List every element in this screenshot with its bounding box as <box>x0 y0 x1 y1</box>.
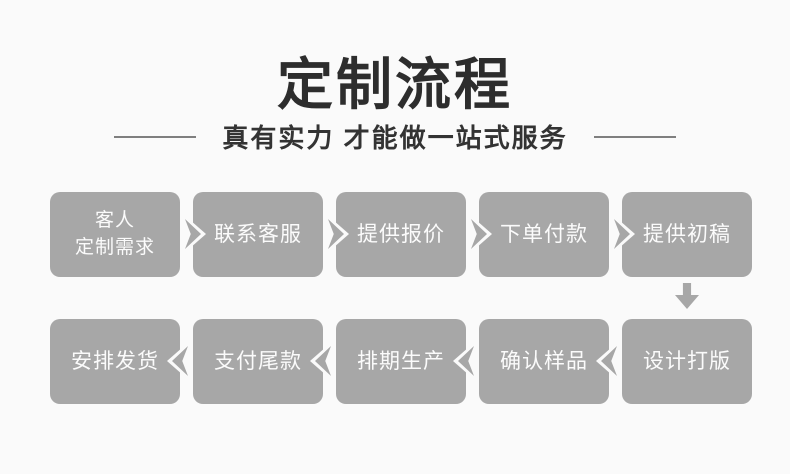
step-provide-draft: 提供初稿 <box>622 192 752 277</box>
step-label: 确认样品 <box>500 349 588 373</box>
step-label-line: 定制需求 <box>74 236 155 258</box>
divider-line-right <box>593 135 676 138</box>
step-confirm-sample: 确认样品 <box>479 319 609 404</box>
page-subtitle: 真有实力 才能做一站式服务 <box>222 123 568 153</box>
step-label: 排期生产 <box>357 349 445 373</box>
step-label: 提供初稿 <box>643 222 731 246</box>
step-label: 提供报价 <box>357 222 445 246</box>
flow-row-2: 安排发货 支付尾款 排期生产 确认样品 设计打版 <box>50 319 752 404</box>
step-label: 安排发货 <box>71 349 159 373</box>
step-design-proofing: 设计打版 <box>622 319 752 404</box>
subtitle-row: 真有实力 才能做一站式服务 <box>0 118 790 155</box>
divider-line-left <box>114 135 197 138</box>
step-label: 下单付款 <box>500 222 588 246</box>
page-title: 定制流程 <box>277 53 513 116</box>
step-contact-service: 联系客服 <box>193 192 323 277</box>
step-customer-needs: 客人 定制需求 <box>50 192 180 277</box>
step-place-order: 下单付款 <box>479 192 609 277</box>
step-arrange-shipping: 安排发货 <box>50 319 180 404</box>
step-label: 设计打版 <box>643 349 731 373</box>
step-schedule-production: 排期生产 <box>336 319 466 404</box>
step-label: 支付尾款 <box>214 349 302 373</box>
arrow-down-icon <box>675 283 699 309</box>
flow-row-1: 客人 定制需求 联系客服 提供报价 下单付款 提供初稿 <box>50 192 752 277</box>
step-provide-quote: 提供报价 <box>336 192 466 277</box>
step-pay-balance: 支付尾款 <box>193 319 323 404</box>
step-label-line: 客人 <box>94 209 135 231</box>
step-label: 联系客服 <box>214 222 302 246</box>
